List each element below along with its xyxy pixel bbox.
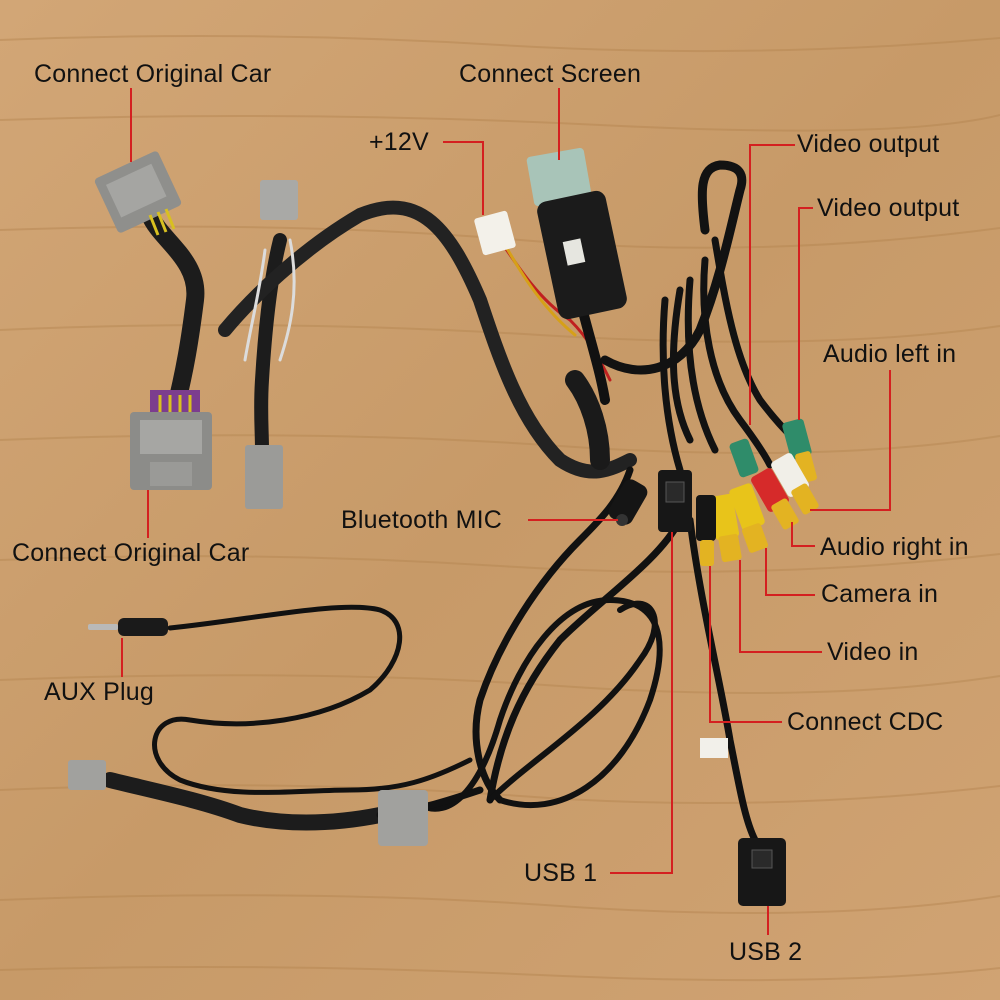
label-audio-right-in: Audio right in: [820, 533, 969, 561]
screen-connector: [526, 147, 592, 207]
bluetooth-mic-jack-icon: [608, 479, 648, 526]
original-car-connector-bottom: [130, 390, 212, 490]
bottom-connector-right: [378, 790, 428, 846]
label-camera-in: Camera in: [821, 580, 939, 608]
label-video-output-1: Video output: [797, 130, 940, 158]
leader-audio-right-in: [791, 522, 815, 547]
leader-audio-left-in: [810, 370, 891, 511]
rca-green-2-icon: [729, 438, 759, 478]
label-video-in: Video in: [827, 638, 919, 666]
connectors: [68, 147, 819, 906]
leader-usb1: [610, 532, 673, 874]
rca-yellow-2-icon: [708, 493, 742, 563]
rca-yellow-1-icon: [729, 483, 768, 553]
harness-braid-left: [141, 206, 205, 419]
aux-cable: [152, 604, 473, 795]
original-car-connector-top: [94, 151, 182, 236]
leader-lines: [121, 88, 891, 935]
label-video-output-2: Video output: [817, 194, 960, 222]
label-connect-cdc: Connect CDC: [787, 708, 944, 736]
cdc-plug-icon: [696, 495, 716, 566]
rca-white-icon: [771, 453, 819, 515]
bottom-harness-braid: [102, 772, 388, 831]
small-connector-bottom: [245, 445, 283, 509]
harness-long-braid: [218, 200, 637, 479]
label-connect-original-car-top: Connect Original Car: [34, 60, 272, 88]
cable-tag: [700, 738, 728, 758]
leader-video-in: [739, 560, 822, 653]
wood-grain: [0, 35, 1000, 982]
small-connector-top: [260, 180, 298, 220]
label-connect-original-car-bottom: Connect Original Car: [12, 539, 250, 567]
usb2-connector-icon: [738, 838, 786, 906]
label-connect-screen: Connect Screen: [459, 60, 642, 88]
leader-camera-in: [765, 548, 815, 596]
leader-connect-cdc: [709, 566, 782, 723]
usb1-connector-icon: [658, 470, 692, 532]
bottom-connector-left: [68, 760, 106, 790]
cable-loop-large: [417, 597, 663, 812]
plus12v-connector: [474, 210, 516, 256]
leader-plus12v: [443, 141, 484, 215]
label-aux-plug: AUX Plug: [44, 678, 154, 706]
label-plus12v: +12V: [369, 128, 429, 156]
leader-video-output-1: [749, 144, 795, 425]
label-audio-left-in: Audio left in: [823, 340, 957, 368]
label-usb2: USB 2: [729, 938, 803, 966]
aux-plug-icon: [88, 618, 168, 636]
label-bluetooth-mic: Bluetooth MIC: [341, 506, 503, 534]
rca-red-icon: [751, 468, 799, 530]
label-usb1: USB 1: [524, 859, 598, 887]
leader-video-output-2: [798, 207, 813, 420]
rca-plugs: [696, 418, 819, 566]
